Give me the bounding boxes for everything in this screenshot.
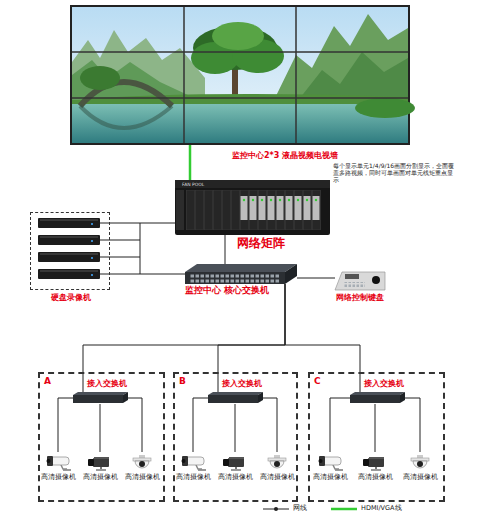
cable-line [189, 145, 192, 180]
cable-line [193, 398, 208, 452]
node-label: 高清摄像机 [76, 474, 124, 481]
camera: 高清摄像机 [178, 452, 208, 472]
cable-line [128, 398, 142, 452]
camera: 高清摄像机 [405, 452, 435, 472]
cable-line [83, 284, 285, 392]
access-switch: 接入交换机 [73, 392, 128, 404]
note-text: 每个显示单元1/4/9/16画面分割显示，全面覆盖多路视频，同时可单画面对单元线… [333, 163, 458, 184]
camera: 高清摄像机 [127, 452, 157, 472]
node-label: 高清摄像机 [306, 474, 354, 481]
cable-line [110, 274, 185, 275]
node-label: 硬盘录像机 [31, 293, 111, 302]
node-label: 网络矩阵 [237, 237, 327, 251]
cable-line [297, 278, 335, 279]
access-switch: 接入交换机 [208, 392, 263, 404]
node-label: 高清摄像机 [169, 474, 217, 481]
panel-text: FAN POOL [182, 182, 222, 187]
node-label: 高清摄像机 [118, 474, 166, 481]
video-wall-art [70, 5, 415, 145]
nvr-group: 硬盘录像机 [30, 212, 110, 290]
matrix-chassis-art [175, 180, 330, 235]
control-keyboard: 网络控制键盘 [335, 268, 385, 290]
core-switch: 监控中心 核心交换机 [185, 264, 297, 284]
zone-box: C接入交换机高清摄像机高清摄像机高清摄像机 [308, 372, 445, 502]
cable-line [330, 398, 350, 452]
node-label: 接入交换机 [222, 380, 274, 389]
video-wall: 监控中心2*3 液晶视频电视墙 [70, 5, 410, 145]
access-switch: 接入交换机 [350, 392, 405, 404]
access-switch-art [73, 392, 405, 403]
zone-box: A接入交换机高清摄像机高清摄像机高清摄像机 [38, 372, 165, 502]
node-label: 高清摄像机 [351, 474, 399, 481]
node-label: 接入交换机 [364, 380, 416, 389]
node-label: 高清摄像机 [396, 474, 444, 481]
node-label: C [314, 376, 328, 386]
cable-line [218, 284, 285, 392]
legend-sample [330, 504, 358, 514]
camera: 高清摄像机 [262, 452, 292, 472]
nvr-art [38, 218, 140, 279]
camera: 高清摄像机 [85, 452, 115, 472]
legend-sample [262, 504, 290, 514]
camera: 高清摄像机 [220, 452, 250, 472]
camera: 高清摄像机 [43, 452, 73, 472]
node-label: 高清摄像机 [34, 474, 82, 481]
cable-line [263, 398, 277, 452]
cable-line [110, 223, 175, 224]
node-label: 接入交换机 [87, 380, 139, 389]
legend-item: HDMI/VGA线 [330, 504, 440, 514]
cable-line [235, 404, 236, 452]
node-label: 高清摄像机 [211, 474, 259, 481]
node-label: 监控中心2*3 液晶视频电视墙 [200, 151, 370, 160]
core-switch-art [185, 264, 297, 284]
camera: 高清摄像机 [360, 452, 390, 472]
cable-line [58, 398, 73, 452]
cable-line [100, 404, 101, 452]
keyboard-art [335, 272, 385, 290]
network-matrix: 网络矩阵 [175, 180, 330, 235]
cable-line [375, 404, 376, 452]
node-label: B [179, 376, 193, 386]
node-label: 监控中心 核心交换机 [177, 286, 277, 296]
cable-line [405, 398, 420, 452]
cable-line [225, 235, 226, 264]
node-label: 网络控制键盘 [320, 293, 400, 302]
camera-art [47, 455, 430, 471]
zone-box: B接入交换机高清摄像机高清摄像机高清摄像机 [173, 372, 298, 502]
camera: 高清摄像机 [315, 452, 345, 472]
legend-label: HDMI/VGA线 [361, 505, 436, 512]
node-label: 高清摄像机 [253, 474, 301, 481]
node-label: A [44, 376, 58, 386]
